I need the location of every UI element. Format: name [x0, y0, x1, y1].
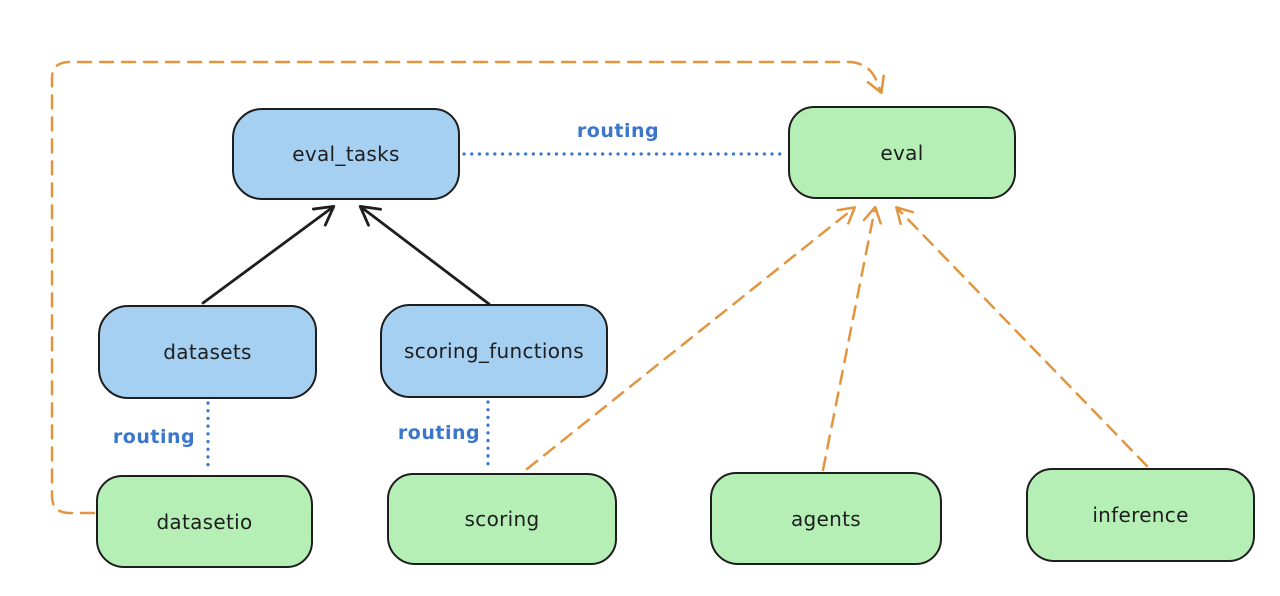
- node-datasets-label: datasets: [163, 340, 252, 364]
- edge-datasets-to-eval-tasks: [201, 205, 336, 305]
- node-eval-tasks: eval_tasks: [232, 108, 460, 200]
- node-scoring-functions: scoring_functions: [380, 304, 608, 398]
- node-inference-label: inference: [1092, 503, 1189, 527]
- node-agents: agents: [710, 472, 942, 565]
- edge-scoring-functions-to-eval-tasks: [358, 204, 491, 306]
- node-scoring-functions-label: scoring_functions: [403, 339, 585, 363]
- edge-datasetio-to-eval: [50, 60, 885, 515]
- node-inference: inference: [1026, 468, 1255, 562]
- node-eval: eval: [788, 106, 1016, 199]
- node-datasetio-label: datasetio: [156, 509, 253, 534]
- node-datasetio: datasetio: [96, 475, 313, 568]
- edge-label-routing-datasets-datasetio: routing: [112, 426, 196, 448]
- edge-label-routing-scoring-functions-scoring: routing: [397, 422, 481, 444]
- node-eval-label: eval: [880, 140, 924, 165]
- edge-agents-to-eval: [821, 205, 882, 472]
- node-scoring: scoring: [387, 473, 617, 565]
- node-datasets: datasets: [98, 305, 317, 399]
- edge-inference-to-eval: [895, 206, 1149, 468]
- node-agents-label: agents: [791, 506, 861, 531]
- edge-scoring-to-eval: [525, 206, 857, 471]
- node-eval-tasks-label: eval_tasks: [292, 142, 400, 166]
- edge-label-routing-eval-tasks-eval: routing: [576, 120, 660, 142]
- node-scoring-label: scoring: [464, 507, 540, 531]
